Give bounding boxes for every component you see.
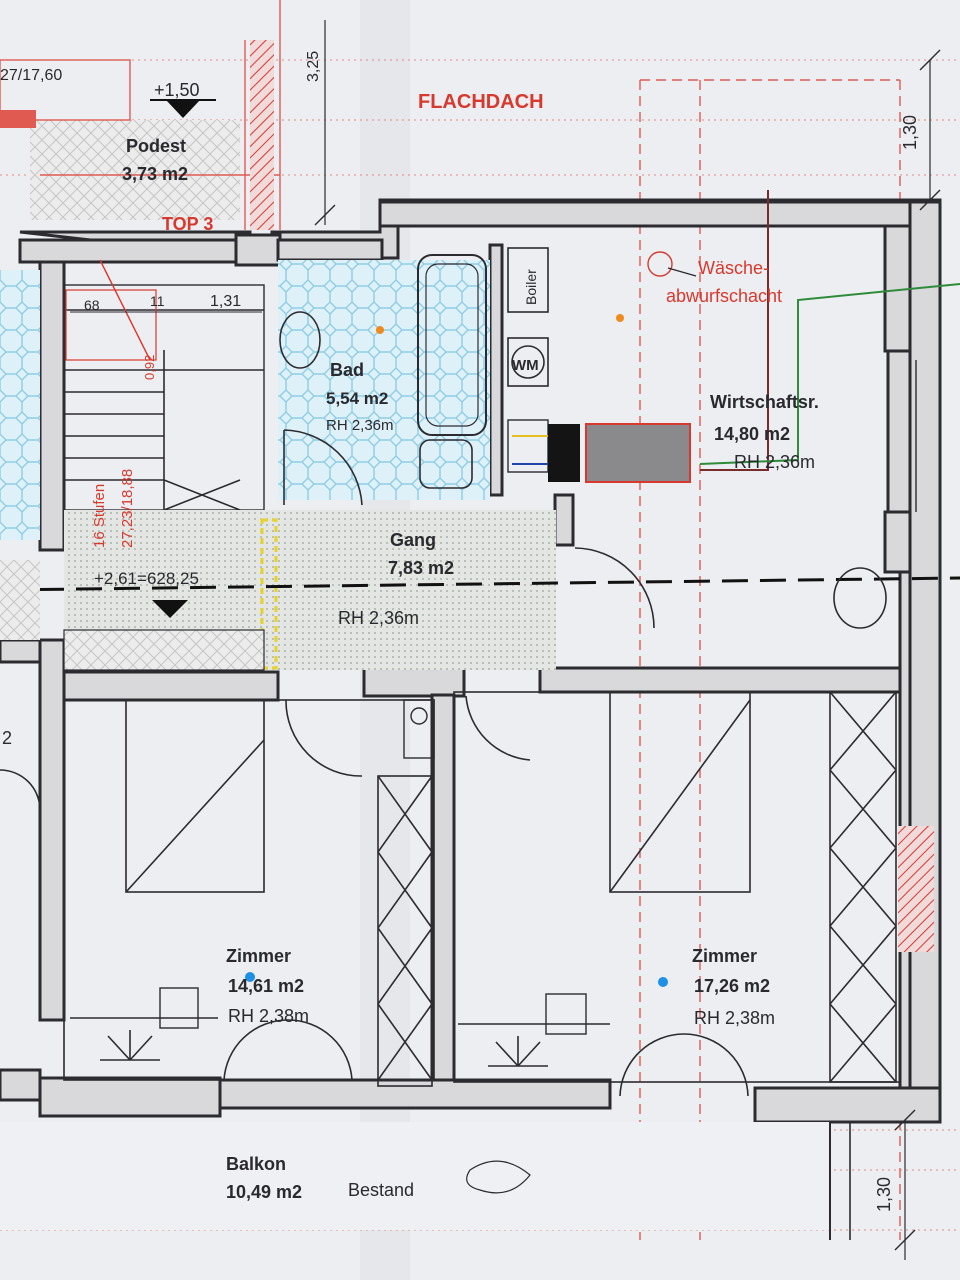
left-storage	[0, 560, 40, 640]
balkon-area: 10,49 m2	[226, 1182, 302, 1202]
section-line	[0, 576, 960, 592]
zimmer1-area: 14,61 m2	[228, 976, 304, 996]
left-door-swing	[0, 769, 41, 811]
walls	[0, 198, 942, 1124]
boiler-label: Boiler	[523, 269, 539, 305]
corner-box	[0, 59, 131, 121]
chute-label-b: abwurfschacht	[666, 286, 782, 306]
dim-top-right: 1,30	[900, 115, 920, 150]
marker-zimmer2	[658, 977, 668, 987]
landing-area: 3,73 m2	[122, 164, 188, 184]
zimmer1-fixtures	[63, 699, 435, 1081]
plant-symbol	[466, 1160, 531, 1194]
zimmer1-height: RH 2,38m	[228, 1006, 309, 1026]
wardrobe-middle	[377, 699, 435, 1087]
gang-name: Gang	[390, 530, 436, 550]
marker-zimmer1	[245, 972, 255, 982]
stairs-dim-side: 0,92	[142, 355, 157, 380]
pipe-brown	[700, 190, 769, 471]
stairs-dim-b: 11	[150, 293, 165, 309]
wm-label: WM	[512, 357, 539, 374]
gang-area: 7,83 m2	[388, 558, 454, 578]
bad-name: Bad	[330, 360, 364, 380]
zimmer2-height: RH 2,38m	[694, 1008, 775, 1028]
utility-fixtures	[507, 247, 887, 629]
stairs-label-b: 27,23/18,88	[119, 469, 136, 548]
stairs	[63, 259, 265, 511]
dim-top-left: 3,25	[305, 51, 322, 82]
pipe-green	[699, 283, 960, 465]
marker-bad	[376, 326, 384, 334]
bad-height: RH 2,36m	[326, 417, 394, 434]
stairs-label-a: 16 Stufen	[91, 484, 108, 548]
gang-storage	[63, 629, 265, 671]
stairs-level: +2,61=628,25	[94, 569, 199, 588]
left-tiles	[0, 270, 40, 540]
roof-label: FLACHDACH	[418, 91, 544, 113]
stairs-dim-c: 1,31	[210, 293, 241, 310]
landing-name: Podest	[126, 136, 186, 156]
bath-fixtures	[279, 254, 487, 506]
threshold-marker	[260, 518, 278, 670]
corner-red-block	[0, 110, 36, 128]
level-arrow-landing	[166, 100, 200, 118]
chimney-hatch	[898, 826, 934, 952]
bad-area: 5,54 m2	[326, 389, 388, 408]
landing-level: +1,50	[154, 80, 200, 100]
balcony-floor	[0, 1122, 830, 1230]
zimmer1-name: Zimmer	[226, 946, 291, 966]
zimmer2-name: Zimmer	[692, 946, 757, 966]
gang-height: RH 2,36m	[338, 608, 419, 628]
gang-door-swing	[574, 547, 655, 629]
chute-label-a: Wäsche-	[698, 258, 769, 278]
wirtschaft-name: Wirtschaftsr.	[710, 392, 819, 412]
landing-hatch	[30, 120, 240, 220]
balkon-note: Bestand	[348, 1180, 414, 1200]
wirtschaft-area: 14,80 m2	[714, 424, 790, 444]
level-arrow-gang	[152, 600, 188, 618]
dim-left-edge: 2	[2, 728, 12, 748]
stairs-dim-a: 68	[84, 297, 100, 313]
marker-wirtschaft	[616, 314, 624, 322]
zimmer2-area: 17,26 m2	[694, 976, 770, 996]
bath-floor	[278, 260, 490, 500]
wirtschaft-height: RH 2,36m	[734, 452, 815, 472]
dim-corner: 27/17,60	[0, 67, 62, 84]
balkon-name: Balkon	[226, 1154, 286, 1174]
dim-bottom-right: 1,30	[874, 1177, 894, 1212]
unit-label: TOP 3	[162, 214, 213, 234]
dimension-lines	[70, 20, 941, 1260]
